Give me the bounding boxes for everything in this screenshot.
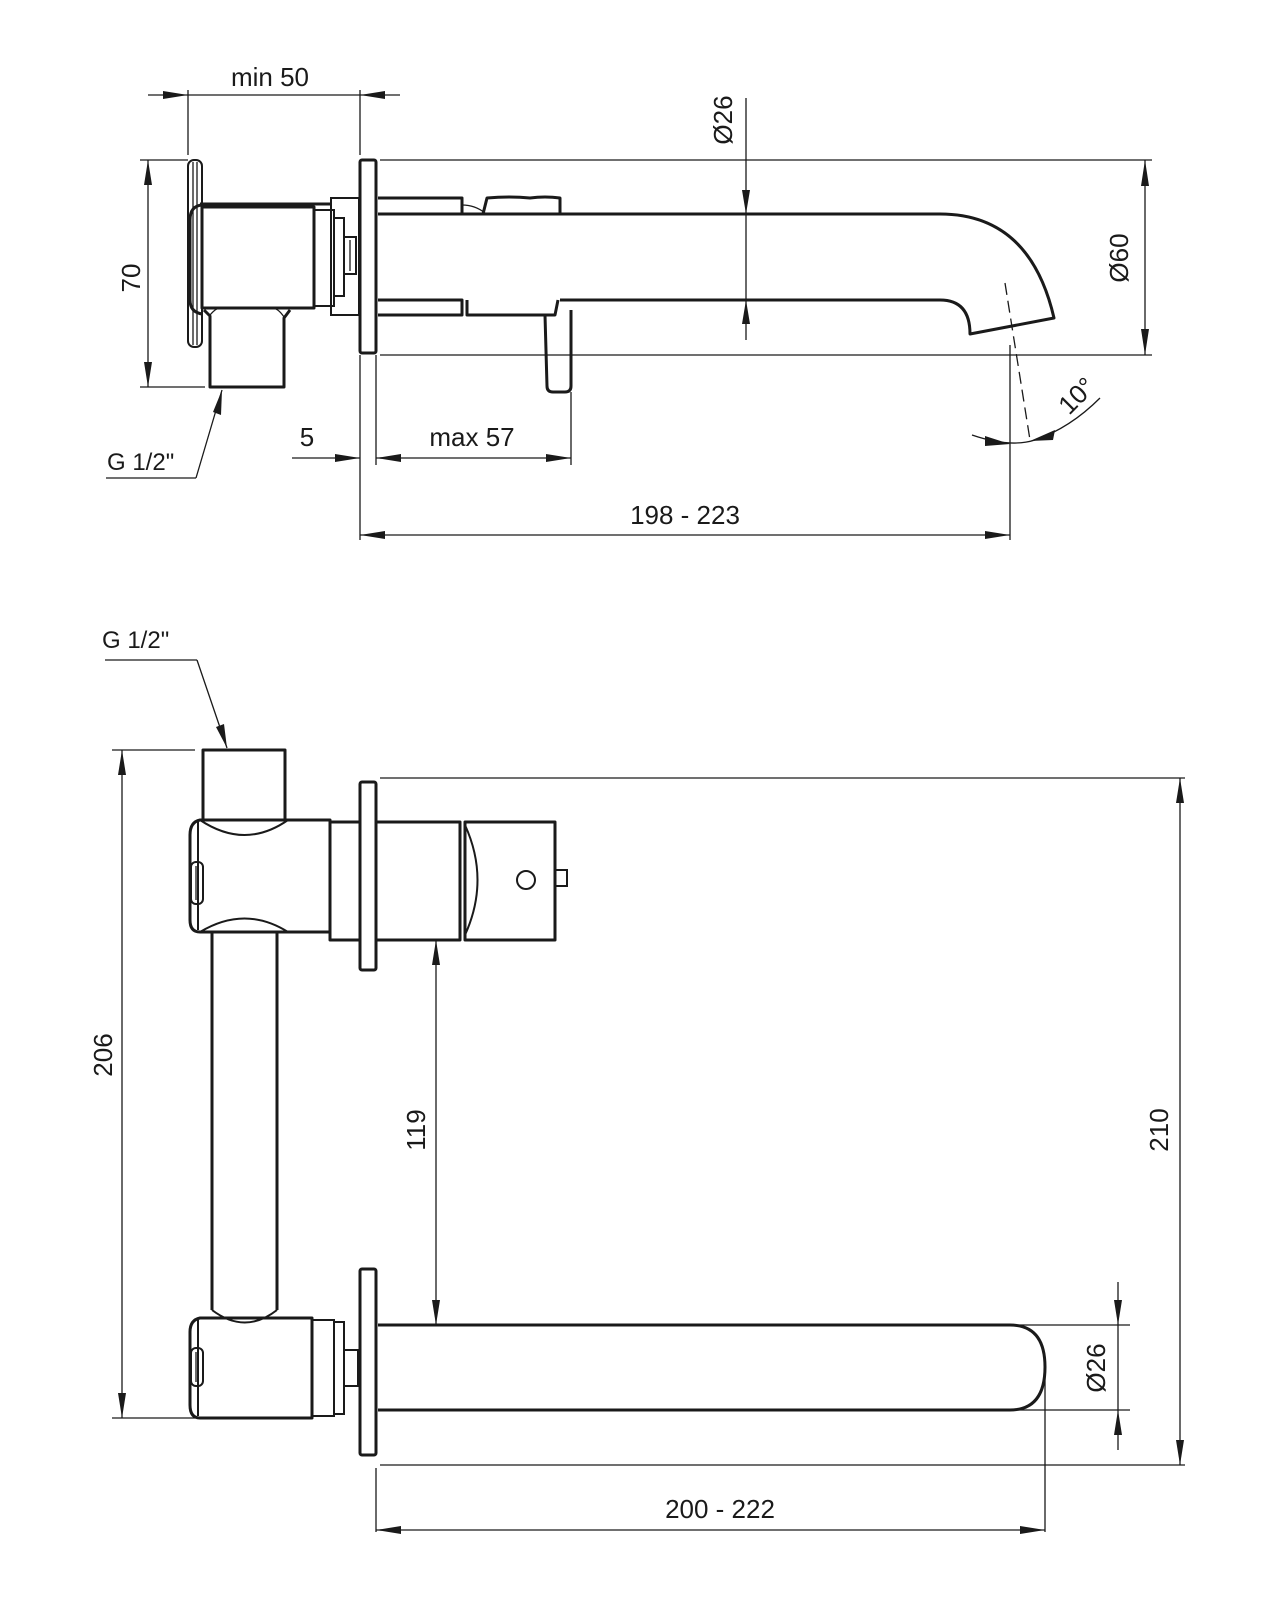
label-thread-top: G 1/2" bbox=[102, 627, 169, 654]
rosette-lower bbox=[358, 1267, 378, 1457]
label-rosette-diameter: Ø60 bbox=[1104, 233, 1134, 282]
dim-rosette-diameter: Ø60 bbox=[380, 159, 1152, 356]
label-spout-diameter: Ø26 bbox=[708, 95, 738, 144]
dim-206: 206 bbox=[88, 749, 195, 1419]
valve-block-upper bbox=[188, 818, 332, 934]
dim-70: 70 bbox=[116, 159, 205, 388]
thread-callout-top: G 1/2" bbox=[102, 627, 228, 749]
rosette-upper bbox=[358, 780, 378, 972]
dim-5-max-57: 5 max 57 bbox=[292, 355, 572, 540]
dim-119: 119 bbox=[401, 940, 440, 1325]
label-thread-side: G 1/2" bbox=[107, 449, 174, 476]
label-119: 119 bbox=[401, 1109, 431, 1150]
rosette bbox=[358, 158, 378, 355]
lever-housing bbox=[378, 195, 562, 317]
thread-callout-side: G 1/2" bbox=[106, 389, 223, 479]
dim-spout-diameter-top: Ø26 bbox=[1010, 1282, 1130, 1450]
dim-210: 210 bbox=[380, 777, 1185, 1466]
top-view: G 1/2" bbox=[88, 627, 1185, 1534]
dim-angle: 10° bbox=[971, 371, 1101, 446]
valve-body bbox=[188, 197, 360, 316]
inlet-stub-top bbox=[201, 748, 287, 820]
spout-axis bbox=[1004, 282, 1031, 441]
lever-handle bbox=[543, 310, 573, 394]
dim-top-reach: 200 - 222 bbox=[375, 1367, 1046, 1534]
side-view: min 50 70 Ø26 Ø60 bbox=[106, 62, 1152, 540]
label-top-reach: 200 - 222 bbox=[665, 1494, 775, 1524]
label-max-57: max 57 bbox=[429, 422, 514, 452]
spout-top bbox=[378, 1323, 1047, 1412]
dim-min-50: min 50 bbox=[148, 62, 400, 155]
dim-side-reach: 198 - 223 bbox=[360, 445, 1011, 540]
label-5: 5 bbox=[300, 422, 314, 452]
lever-cartridge bbox=[328, 820, 568, 942]
inlet-stub bbox=[202, 307, 292, 389]
connecting-pipe bbox=[210, 932, 279, 1310]
label-210: 210 bbox=[1144, 1108, 1174, 1151]
label-angle: 10° bbox=[1052, 371, 1101, 420]
label-min-50: min 50 bbox=[231, 62, 309, 92]
valve-block-lower bbox=[188, 1309, 359, 1420]
label-206: 206 bbox=[88, 1033, 118, 1076]
spout bbox=[378, 212, 1056, 336]
label-side-reach: 198 - 223 bbox=[630, 500, 740, 530]
label-spout-diameter-top: Ø26 bbox=[1081, 1343, 1111, 1392]
dim-spout-diameter: Ø26 bbox=[708, 95, 750, 340]
label-70: 70 bbox=[116, 264, 146, 293]
